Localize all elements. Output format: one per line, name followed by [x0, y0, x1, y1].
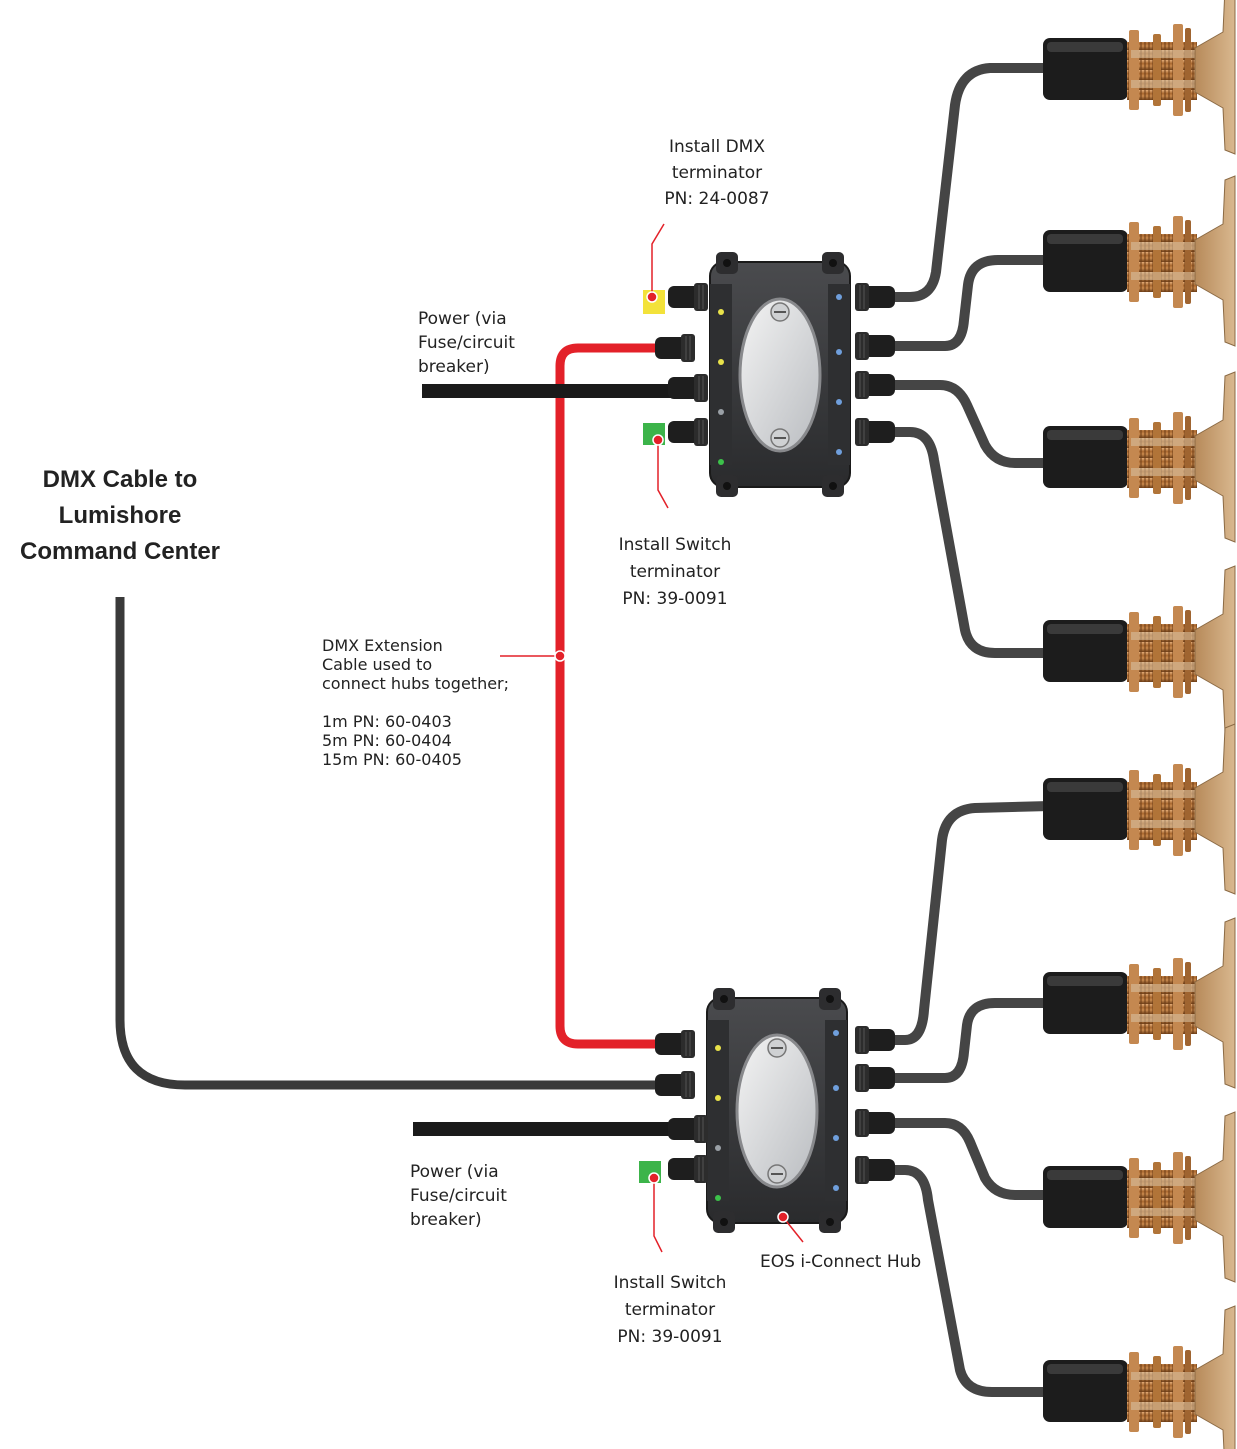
callout-switch-terminator-top — [657, 443, 669, 509]
hub-bottom — [705, 986, 849, 1235]
callout-dmx-terminator — [651, 223, 665, 297]
light-4 — [1042, 565, 1236, 737]
hub-bottom-connector-3 — [667, 1114, 709, 1144]
light-6 — [1042, 917, 1236, 1089]
light-7 — [1042, 1111, 1236, 1283]
hub-top-connector-7 — [854, 370, 896, 400]
light-5 — [1042, 723, 1236, 895]
light-cable-6 — [890, 998, 1055, 1083]
light-cable-3 — [890, 380, 1055, 468]
light-3 — [1042, 371, 1236, 543]
hub-top-connector-8 — [854, 417, 896, 447]
switch-terminator-label-top: Install Switch terminator PN: 39-0091 — [618, 535, 732, 609]
hub-bottom-connector-1 — [654, 1029, 696, 1059]
hub-top-connector-3 — [667, 373, 709, 403]
callout-switch-terminator-bottom — [653, 1178, 663, 1253]
light-cable-8 — [890, 1165, 1055, 1397]
light-cable-1 — [890, 63, 1055, 302]
light-2 — [1042, 175, 1236, 347]
light-8 — [1042, 1305, 1236, 1449]
dmx-cable-to-command-center — [115, 597, 655, 1090]
hub-bottom-connector-6 — [854, 1063, 896, 1093]
power-label-top: Power (via Fuse/circuit breaker) — [418, 309, 515, 377]
hub-name-label: EOS i-Connect Hub — [760, 1252, 922, 1272]
power-label-bottom: Power (via Fuse/circuit breaker) — [410, 1162, 507, 1230]
light-cable-4 — [890, 427, 1055, 658]
light-cable-7 — [890, 1118, 1055, 1200]
dmx-extension-label: DMX Extension Cable used to connect hubs… — [322, 636, 510, 769]
dmx-extension-cable — [555, 343, 655, 1049]
hub-top-connector-1 — [667, 282, 709, 312]
hub-top — [708, 250, 852, 499]
hub-top-connector-2 — [654, 333, 696, 363]
hub-bottom-connector-7 — [854, 1108, 896, 1138]
hub-top-connector-4 — [667, 417, 709, 447]
switch-terminator-label-bottom: Install Switch terminator PN: 39-0091 — [613, 1273, 727, 1347]
hub-bottom-connector-4 — [667, 1154, 709, 1184]
hub-bottom-connector-8 — [854, 1155, 896, 1185]
dmx-cable-title: DMX Cable to Lumishore Command Center — [19, 466, 221, 565]
hub-top-connector-6 — [854, 331, 896, 361]
light-cable-2 — [890, 255, 1055, 351]
hub-bottom-connector-5 — [854, 1025, 896, 1055]
power-cable-top — [422, 384, 678, 398]
power-cable-bottom — [413, 1122, 678, 1136]
hub-top-connector-5 — [854, 282, 896, 312]
hub-bottom-connector-2 — [654, 1070, 696, 1100]
light-cable-5 — [890, 801, 1055, 1045]
light-1 — [1042, 0, 1236, 155]
dmx-terminator-label: Install DMX terminator PN: 24-0087 — [664, 137, 770, 209]
